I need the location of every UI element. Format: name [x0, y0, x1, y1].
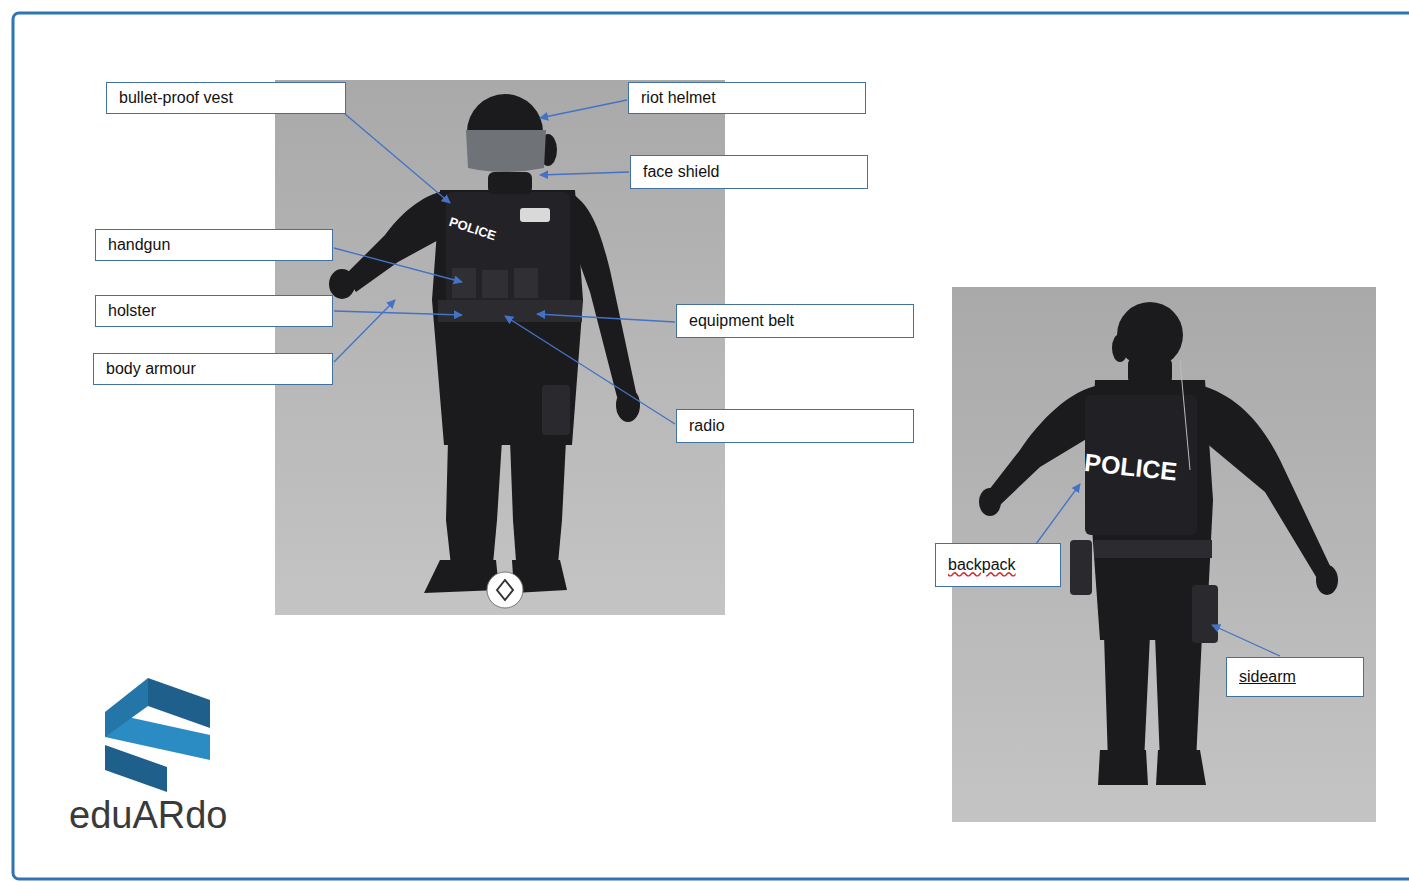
callout-box: radio [676, 409, 914, 443]
frame [13, 13, 1409, 879]
callout-box: holster [95, 295, 333, 327]
callout-box: equipment belt [676, 304, 914, 338]
logo-text: eduARdo [69, 794, 227, 837]
logo-mark [105, 678, 210, 792]
callout-box: backpack [935, 543, 1061, 587]
part-name: body armour [94, 360, 208, 378]
part-name: bullet-proof vest [107, 89, 245, 107]
leader-lines [334, 100, 1280, 656]
part-name: equipment belt [677, 312, 806, 330]
part-name: sidearm [1227, 668, 1308, 686]
callout-box: sidearm [1226, 657, 1364, 697]
part-name: riot helmet [629, 89, 728, 107]
part-name: holster [96, 302, 168, 320]
part-name: radio [677, 417, 737, 435]
part-name: face shield [631, 163, 732, 181]
callout-box: bullet-proof vest [106, 82, 346, 114]
officer-front [329, 94, 640, 608]
callout-box: handgun [95, 229, 333, 261]
part-name: handgun [96, 236, 182, 254]
part-name: backpack [936, 556, 1028, 574]
callout-box: face shield [630, 155, 868, 189]
callout-box: riot helmet [628, 82, 866, 114]
callout-box: body armour [93, 353, 333, 385]
